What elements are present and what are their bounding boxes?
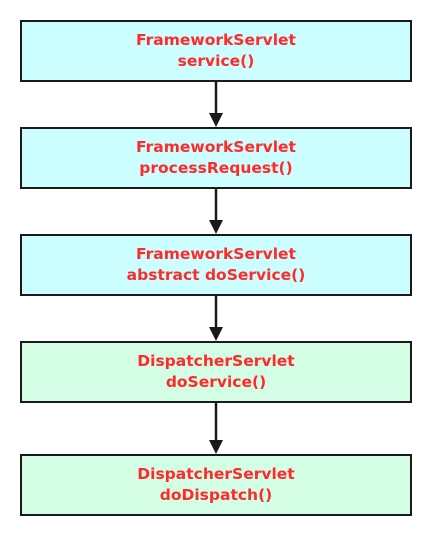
node-title: DispatcherServlet: [137, 352, 295, 370]
node-method: abstract doService(): [126, 266, 306, 284]
node-title: DispatcherServlet: [137, 465, 295, 483]
node-dispatcher-do-dispatch: DispatcherServlet doDispatch(): [20, 454, 412, 516]
node-method: service(): [177, 52, 255, 70]
arrow-head-3-4: [209, 327, 223, 341]
node-framework-service: FrameworkServlet service(): [20, 20, 412, 82]
node-method: doDispatch(): [159, 486, 273, 504]
node-framework-abstract-do-service: FrameworkServlet abstract doService(): [20, 234, 412, 296]
node-dispatcher-do-service: DispatcherServlet doService(): [20, 341, 412, 403]
node-title: FrameworkServlet: [136, 31, 296, 49]
arrow-head-1-2: [209, 113, 223, 127]
node-method: processRequest(): [139, 159, 293, 177]
node-title: FrameworkServlet: [136, 138, 296, 156]
arrow-head-2-3: [209, 220, 223, 234]
arrow-head-4-5: [209, 440, 223, 454]
node-framework-process-request: FrameworkServlet processRequest(): [20, 127, 412, 189]
node-title: FrameworkServlet: [136, 245, 296, 263]
node-method: doService(): [165, 373, 267, 391]
